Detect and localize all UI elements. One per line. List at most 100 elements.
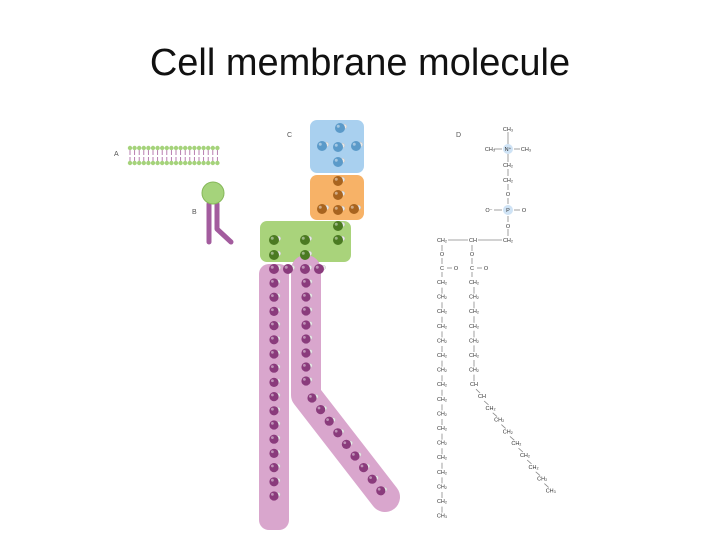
tail2-atom-highlight [360,464,364,468]
chain1-group: CH₂ [437,455,447,461]
bilayer-head-top [183,145,188,151]
glycerol-atom-highlight [270,251,274,255]
tail2-atom [301,320,311,330]
phospholipid-head [201,181,225,205]
choline-atom-highlight [352,142,356,146]
panel-a: A [114,145,220,166]
formula-glycerol-left: CH₂ [437,238,447,244]
glycerol-atom [333,235,343,245]
chain2-group: CH₂ [511,441,521,447]
bilayer-head-bottom [196,160,202,166]
bilayer-head-bottom [215,160,220,166]
chain2-bond [492,412,498,417]
tail2-atom-highlight [369,476,372,479]
formula-fatty-acid-chains: CH₂ CH₂ CH₂ CH₂ CH₂ CH₂ CH₂ CH₂ CH₂ CH₂ CH₂ CH₂ CH₂ C… [437,280,556,520]
tail2-atom [324,416,334,426]
chain2-group: CH₂ [486,406,496,412]
formula-ester-co1: O [454,266,459,272]
formula-ester-c2: C [470,266,474,272]
choline-atom-highlight [318,142,322,146]
chain2-bond [501,424,506,429]
ester-atom [314,264,324,274]
phosphate-atom [349,204,359,214]
bilayer-head-bottom [201,160,206,166]
bilayer-head-top [137,145,142,151]
chain1-group: CH₂ [437,397,447,403]
tail2-atom [301,362,311,372]
formula-glycerol-middle: CH [469,238,477,244]
panel-c: C [259,120,400,530]
chain1-group: CH₃ [437,514,447,520]
ester-atom-highlight [301,265,305,269]
bilayer-head-top [178,145,183,151]
chain1-group: CH₂ [437,324,447,330]
glycerol-atom [300,235,310,245]
tail1-atom-highlight [271,280,274,283]
chain1-group: CH₂ [437,368,447,374]
ester-atom-highlight [284,265,288,269]
tail2-atom-highlight [352,453,355,456]
formula-ch2-a: CH₂ [503,163,513,169]
tail1-atom-highlight [271,365,274,368]
chain2-group: CH [470,382,478,388]
glycerol-atom-highlight [334,236,338,240]
ester-atom-highlight [270,265,274,269]
formula-methyl-left: CH₃ [485,147,495,153]
bilayer-head-top [146,145,151,151]
phosphate-atom-highlight [334,191,338,195]
chain2-group: CH₂ [537,477,547,483]
chain2-bond [475,388,481,394]
formula-glycerol-right: CH₂ [503,238,513,244]
panel-d: D CH₃ CH₃ N⁺ [437,127,556,520]
chain2-group: CH₂ [469,338,479,344]
formula-ester-co2: O [484,266,489,272]
phosphate-atom-highlight [318,205,322,209]
glycerol-atom [269,235,279,245]
bilayer-head-top [160,145,165,151]
chain2-bond [535,471,541,476]
choline-atom [317,141,327,151]
bilayer-head-top [173,145,179,151]
choline-atom-highlight [336,124,340,128]
tail2-atom-highlight [303,308,306,311]
phosphate-atom [333,205,343,215]
tail1-atom [269,377,279,387]
formula-ester-o2: O [470,252,475,258]
tail1-atom-highlight [271,351,274,354]
phosphate-atom-highlight [350,205,354,209]
tail1-atom-highlight [271,478,274,482]
formula-nitrogen-circle [503,144,513,154]
chain2-group: CH₂ [469,295,479,301]
chain1-group: CH₂ [437,338,447,344]
tail2-atom [350,451,360,461]
panel-b-label: B [192,209,197,216]
chain2-group: CH₂ [494,418,504,424]
tail1-atom [269,335,279,345]
ester-atom [300,264,310,274]
tail1-atom-highlight [271,379,274,383]
choline-atom-highlight [334,158,338,162]
chain1-group: CH₂ [437,309,447,315]
tail1-atom-highlight [271,450,274,454]
chain2-bond [544,483,549,488]
tail2-atom [359,463,369,473]
chain1-group: CH₂ [437,441,447,447]
bilayer-head-bottom [141,160,146,166]
bilayer-head-top [206,145,211,151]
choline-atom-highlight [334,143,338,147]
bilayer-head-top [132,145,137,151]
tail2-atom-highlight [303,322,306,325]
phosphate-atom [333,190,343,200]
formula-phosphorus: P [506,208,510,214]
bilayer-head-top [192,145,197,151]
tail2-atom-highlight [334,429,338,433]
chain2-bond [483,400,489,406]
tail2-atom [341,439,351,449]
tail2-atom [301,306,311,316]
formula-o-left: O⁻ [485,208,492,214]
tail2-atom [333,428,343,438]
bilayer-head-bottom [137,160,142,166]
tail2-atom [301,292,311,302]
tail1-atom-highlight [271,407,274,411]
tail-box-right [291,255,400,512]
